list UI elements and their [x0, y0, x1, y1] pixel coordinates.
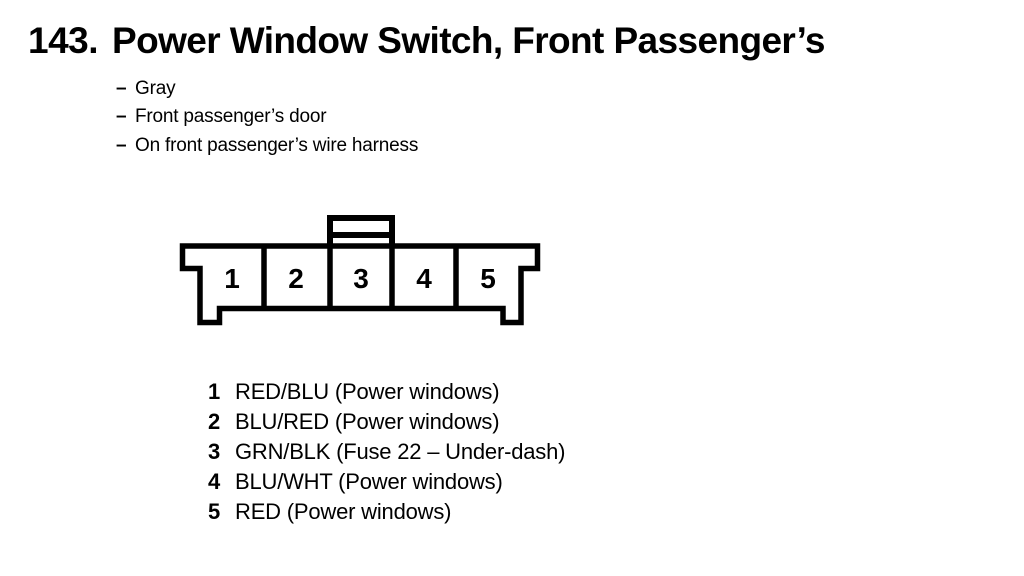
pinout-pin-number: 4	[207, 469, 220, 494]
pinout-row: 3 GRN/BLK (Fuse 22 – Under-dash)	[200, 437, 566, 467]
connector-details: –Gray –Front passenger’s door –On front …	[116, 75, 418, 160]
pinout-wire-text: GRN/BLK (Fuse 22 – Under-dash)	[235, 439, 566, 464]
pinout-pin-number: 2	[207, 409, 220, 434]
pinout-row: 1 RED/BLU (Power windows)	[200, 377, 565, 407]
detail-text-location: Front passenger’s door	[135, 106, 327, 128]
detail-item-harness: –On front passenger’s wire harness	[116, 132, 418, 160]
detail-text-harness: On front passenger’s wire harness	[135, 134, 419, 156]
pin-cavity-number-5: 5	[480, 263, 496, 294]
pin-cavity-number-1: 1	[224, 263, 240, 294]
detail-item-color: –Gray	[116, 75, 418, 103]
pinout-wire-text: RED/BLU (Power windows)	[235, 379, 500, 404]
detail-item-location: –Front passenger’s door	[116, 103, 418, 131]
pinout-pin-number: 3	[207, 439, 220, 464]
pin-cavity-number-4: 4	[416, 263, 432, 294]
pinout-row: 4 BLU/WHT (Power windows)	[200, 467, 565, 497]
pinout-row: 2 BLU/RED (Power windows)	[200, 407, 565, 437]
pinout-wire-text: RED (Power windows)	[235, 499, 452, 524]
pinout-wire-text: BLU/WHT (Power windows)	[235, 469, 503, 494]
page-title: Power Window Switch, Front Passenger’s	[112, 20, 825, 61]
pinout-list: 1 RED/BLU (Power windows) 2 BLU/RED (Pow…	[200, 377, 566, 527]
pinout-wire-text: BLU/RED (Power windows)	[235, 409, 500, 434]
pinout-row: 5 RED (Power windows)	[200, 497, 565, 527]
connector-outline	[179, 243, 541, 326]
dash-bullet-icon: –	[116, 134, 127, 156]
pinout-pin-number: 5	[207, 499, 220, 524]
dash-bullet-icon: –	[116, 106, 127, 128]
detail-text-color: Gray	[135, 78, 176, 99]
pinout-pin-number: 1	[207, 379, 220, 404]
dash-bullet-icon: –	[116, 78, 127, 99]
pin-cavity-number-2: 2	[288, 263, 304, 294]
connector-diagram: 1 2 3 4 5	[179, 215, 541, 326]
pin-cavity-number-3: 3	[353, 263, 369, 294]
section-number: 143.	[28, 20, 99, 61]
